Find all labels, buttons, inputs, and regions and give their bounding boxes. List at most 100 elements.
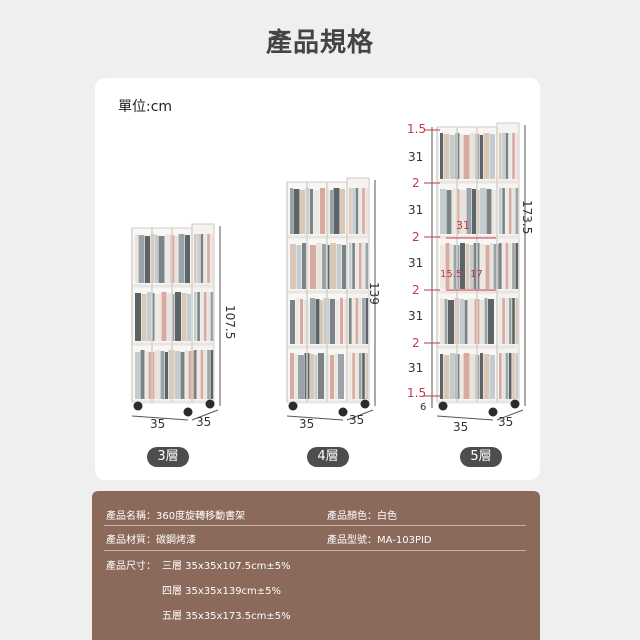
book (483, 354, 490, 399)
book (476, 190, 480, 234)
book (463, 135, 470, 179)
tier-label: 31 (408, 203, 424, 217)
wheel (360, 399, 370, 409)
book (200, 234, 204, 283)
book (502, 133, 505, 179)
book (141, 294, 147, 341)
book (207, 350, 210, 399)
tier-label: 31 (408, 256, 424, 270)
book (290, 300, 295, 344)
book (155, 350, 160, 399)
top-gap-label: 1.5 (407, 122, 427, 136)
gap-label: 2 (412, 176, 420, 190)
book (358, 243, 362, 289)
book (352, 188, 355, 234)
height-label-5: 173.5 (520, 200, 534, 235)
book (486, 189, 492, 234)
book (466, 188, 472, 234)
book (460, 190, 466, 234)
book (450, 244, 453, 289)
book (187, 294, 191, 341)
book (443, 355, 450, 399)
book (290, 353, 294, 399)
book (322, 244, 326, 289)
book (460, 134, 463, 179)
book (178, 234, 185, 283)
width-dimension-line (131, 415, 189, 421)
book (161, 292, 167, 341)
book (505, 298, 509, 344)
book (456, 189, 460, 234)
book (145, 351, 148, 399)
book (300, 190, 305, 234)
book (492, 190, 496, 234)
book (358, 298, 362, 344)
book (355, 298, 359, 344)
book (302, 243, 306, 289)
book (445, 243, 450, 289)
book (320, 300, 323, 344)
book (194, 350, 197, 399)
book (499, 353, 502, 399)
book (155, 294, 161, 341)
book (355, 188, 359, 234)
book (444, 299, 448, 344)
book (508, 298, 512, 344)
tier-badge-5: 5層 (460, 447, 502, 467)
book (203, 234, 207, 283)
wheel (338, 407, 348, 417)
book (362, 298, 365, 344)
book (468, 298, 474, 344)
book (480, 188, 486, 234)
book (465, 244, 470, 289)
book (300, 299, 303, 344)
book (342, 245, 346, 289)
book (512, 243, 515, 289)
book (160, 351, 165, 399)
book (185, 235, 190, 283)
book (352, 353, 355, 399)
book (484, 298, 488, 344)
book (362, 353, 365, 399)
book (330, 243, 336, 289)
book (502, 188, 505, 234)
book (313, 190, 320, 234)
book (318, 353, 324, 399)
book (502, 298, 505, 344)
book (470, 354, 475, 399)
divider (104, 550, 526, 551)
book (330, 190, 333, 234)
book (340, 189, 345, 234)
wheel (133, 401, 143, 411)
book (515, 188, 519, 234)
book (330, 299, 335, 344)
spec-name: 產品名稱：360度旋轉移動書架 (106, 511, 246, 522)
spec-size-3: 三層 35x35x107.5cm±5% (162, 561, 291, 572)
book (310, 245, 316, 289)
book (158, 236, 165, 283)
depth-dimension-line (191, 409, 219, 421)
book (515, 133, 519, 179)
book (175, 351, 180, 399)
book (352, 243, 355, 289)
book (515, 243, 519, 289)
book (349, 298, 352, 344)
book (296, 245, 302, 289)
book (499, 133, 502, 179)
width-label-5: 35 (453, 420, 469, 434)
book (355, 353, 359, 399)
book (295, 298, 300, 344)
book (352, 298, 355, 344)
book (336, 244, 342, 289)
book (508, 243, 512, 289)
book (515, 353, 519, 399)
divider (104, 525, 526, 526)
book (505, 188, 509, 234)
book (515, 298, 519, 344)
book (470, 133, 475, 179)
book (480, 244, 485, 289)
book (483, 133, 490, 179)
book (505, 243, 509, 289)
book (443, 134, 450, 179)
